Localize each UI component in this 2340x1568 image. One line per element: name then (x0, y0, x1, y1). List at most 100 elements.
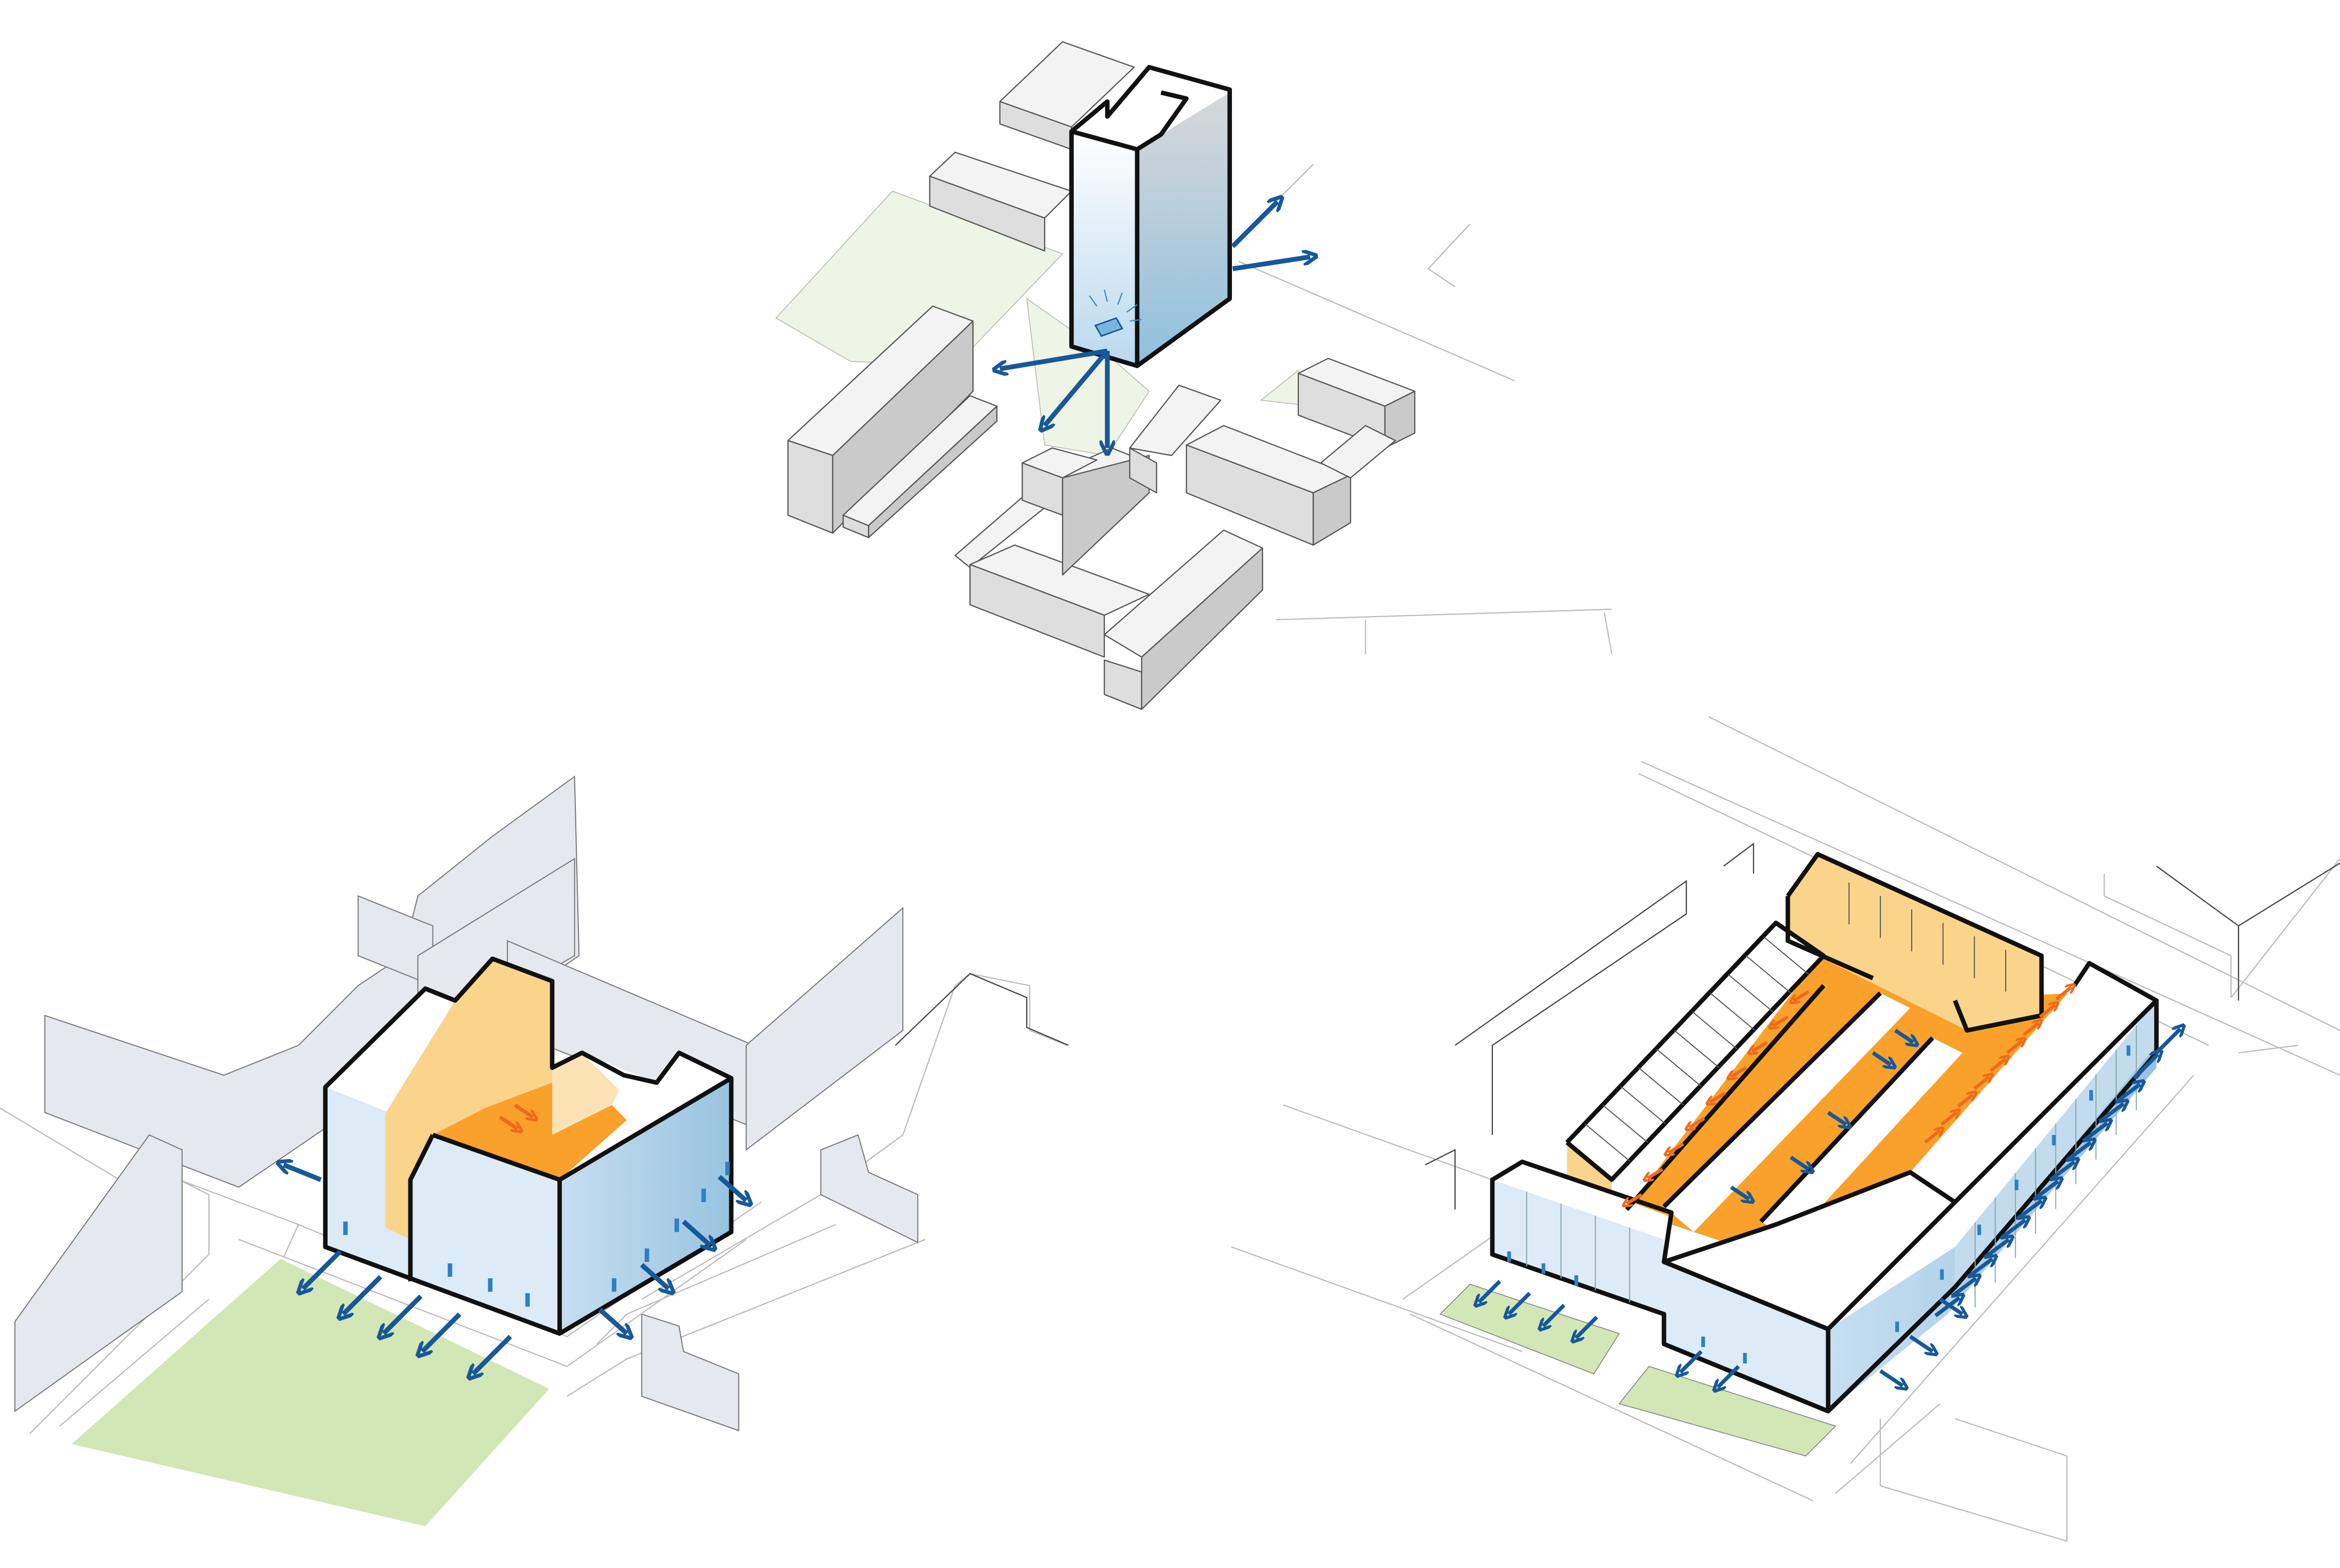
arrow-icon (1045, 349, 1110, 426)
unit-divider (1745, 955, 1791, 994)
door-icon (674, 1218, 679, 1232)
tower-building (1069, 64, 1232, 368)
perimeter-block-diagram (0, 775, 1069, 1527)
arrow-icon (284, 1165, 322, 1182)
arrow-icon (1894, 1029, 1913, 1042)
unit-divider (1763, 937, 1809, 975)
arrow-icon (1731, 1066, 1747, 1077)
arrow-icon (1879, 1369, 1903, 1386)
arrow-icon (2006, 1041, 2022, 1054)
arrow-icon (1718, 1365, 1740, 1387)
courtyard-arrows (1627, 987, 2071, 1204)
rowhouse-block-diagram (1231, 716, 2340, 1542)
arrow-icon (1543, 1303, 1566, 1326)
arrow-icon (2132, 1054, 2158, 1080)
arrow-icon (1957, 1095, 1973, 1108)
context-building (999, 41, 1135, 150)
green-patch[interactable] (1439, 1283, 1620, 1375)
arrow-icon (1232, 257, 1310, 271)
arrow-icon (422, 1312, 462, 1352)
entrance-doors (343, 1162, 730, 1307)
arrow-icon (2022, 1023, 2039, 1036)
arrow-icon (1669, 1142, 1684, 1153)
tower-roof (1071, 67, 1230, 149)
arrow-icon (1576, 1316, 1598, 1338)
arrow-icon (473, 1335, 512, 1374)
arrow-icon (343, 1275, 382, 1314)
door-icon (2089, 1090, 2093, 1101)
rowhouse-row (1567, 923, 1824, 1180)
door-icon (2014, 1180, 2019, 1190)
context-building (1425, 842, 2340, 1210)
rowhouse-left-row-roof (1492, 1162, 1672, 1240)
arrow-icon (1648, 1168, 1663, 1179)
courtyard-arrows (499, 1103, 533, 1129)
arrow-icon (1794, 990, 1810, 1001)
arrow-icon (1924, 1130, 1940, 1144)
door-icon (1940, 1269, 1944, 1280)
arrow-icon (1939, 1297, 1963, 1314)
tower-entrance (1094, 317, 1123, 337)
door-icon (488, 1278, 493, 1292)
door-icon (701, 1188, 706, 1203)
arrow-icon (640, 1263, 668, 1289)
door-icon (447, 1263, 452, 1277)
arrow-icon (1479, 1280, 1502, 1302)
arrow-icon (1627, 1193, 1643, 1204)
street-line (1223, 164, 1613, 655)
entrance-doors (1507, 1045, 2131, 1364)
door-icon (1701, 1336, 1705, 1347)
door-icon (1574, 1275, 1578, 1286)
arrow-icon (682, 1219, 710, 1246)
arrow-icon (1789, 1156, 1809, 1169)
door-icon (644, 1248, 649, 1262)
arrow-icon (1872, 1051, 1891, 1064)
unit-divider (1674, 1030, 1720, 1069)
unit-divider (1692, 1011, 1738, 1050)
entrance-glow-icon (1089, 289, 1142, 322)
arrow-icon (383, 1294, 423, 1334)
arrow-icon (1827, 1110, 1846, 1124)
arrow-icon (1940, 1113, 1956, 1126)
arrow-icon (1000, 349, 1108, 369)
unit-divider (1709, 992, 1756, 1031)
rowhouse-front-face (1664, 1261, 1828, 1411)
arrow-icon (1989, 1059, 2006, 1072)
unit-divider (1638, 1067, 1684, 1106)
rowhouse-side-face (1828, 1045, 2157, 1411)
door-icon (1507, 1251, 1511, 1262)
tower-arrows (1000, 202, 1310, 448)
unit-divider (1620, 1086, 1666, 1124)
arrow-icon (2155, 1029, 2180, 1054)
street-line (895, 973, 1069, 1046)
door-icon (2052, 1135, 2056, 1146)
door-icon (343, 1222, 348, 1235)
courtyard-floor (432, 1082, 627, 1180)
tower-diagram (775, 41, 1613, 710)
arrow-icon (1231, 202, 1277, 248)
perimeter-building (323, 956, 734, 1336)
rowhouse-front-left-face (1492, 1180, 1664, 1314)
unit-divider (1584, 1123, 1630, 1162)
building-front-wing (410, 1135, 560, 1334)
perimeter-arrows (284, 1165, 746, 1374)
context-building (787, 306, 998, 538)
unit-divider (1602, 1104, 1648, 1143)
building-right-face (559, 1078, 731, 1334)
arrow-icon (1752, 1041, 1768, 1052)
park[interactable] (71, 1258, 550, 1527)
arrow-icon (718, 1174, 746, 1201)
green-patch[interactable] (1618, 1366, 1837, 1457)
arrow-icon (1689, 1117, 1705, 1128)
unit-divider (1727, 974, 1773, 1012)
tower-front-face (1071, 131, 1137, 366)
arrow-icon (1680, 1350, 1703, 1373)
rowhouse-top-bar (1788, 854, 2042, 1031)
door-icon (1542, 1263, 1546, 1274)
arrow-icon (499, 1115, 518, 1129)
arrow-icon (1934, 1298, 1960, 1317)
rowhouse-middle (1761, 1038, 1963, 1240)
rowhouse-arrows (1479, 1029, 2180, 1387)
arrow-icon (2039, 1005, 2055, 1018)
arrow-icon (1710, 1092, 1726, 1102)
